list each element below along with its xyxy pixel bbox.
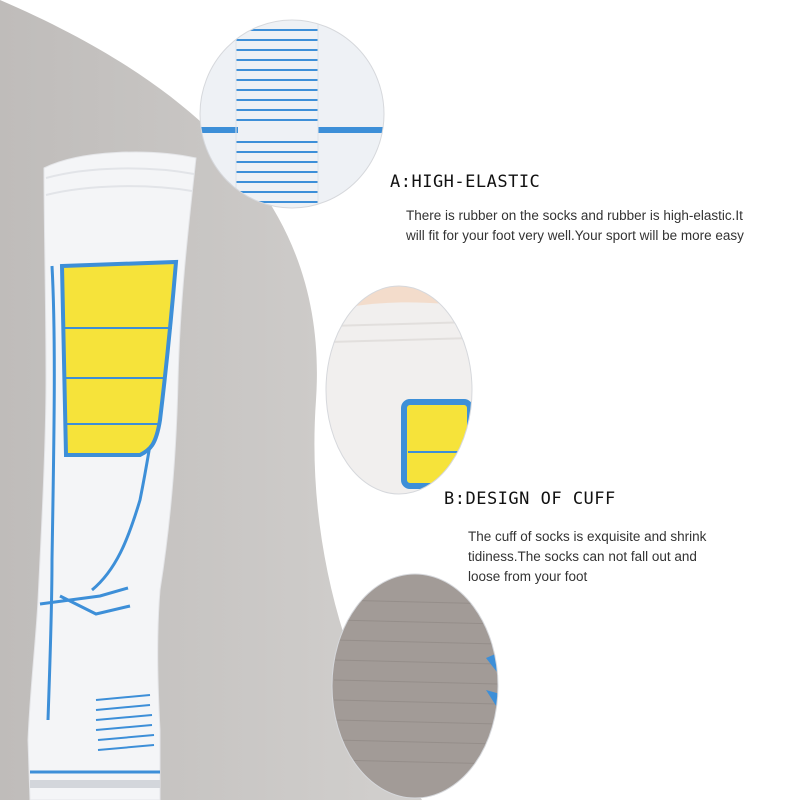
detail-circle-heel — [331, 573, 499, 799]
feature-b-line: loose from your foot — [468, 569, 588, 584]
feature-a-heading: A:HIGH-ELASTIC — [390, 172, 541, 192]
feature-a-line: will fit for your foot very well.Your sp… — [406, 228, 744, 243]
sock — [27, 151, 197, 801]
feature-b-line: The cuff of socks is exquisite and shrin… — [468, 529, 707, 544]
feature-b-description: The cuff of socks is exquisite and shrin… — [468, 527, 768, 587]
feature-a-line: There is rubber on the socks and rubber … — [406, 208, 743, 223]
feature-a-description: There is rubber on the socks and rubber … — [406, 206, 786, 246]
ankle-stripes — [95, 694, 155, 751]
feature-b-heading: B:DESIGN OF CUFF — [444, 489, 616, 509]
yellow-shin-panel — [59, 259, 179, 457]
detail-circle-high-elastic — [199, 19, 385, 209]
detail-circle-cuff — [325, 285, 473, 495]
feature-b-line: tidiness.The socks can not fall out and — [468, 549, 697, 564]
